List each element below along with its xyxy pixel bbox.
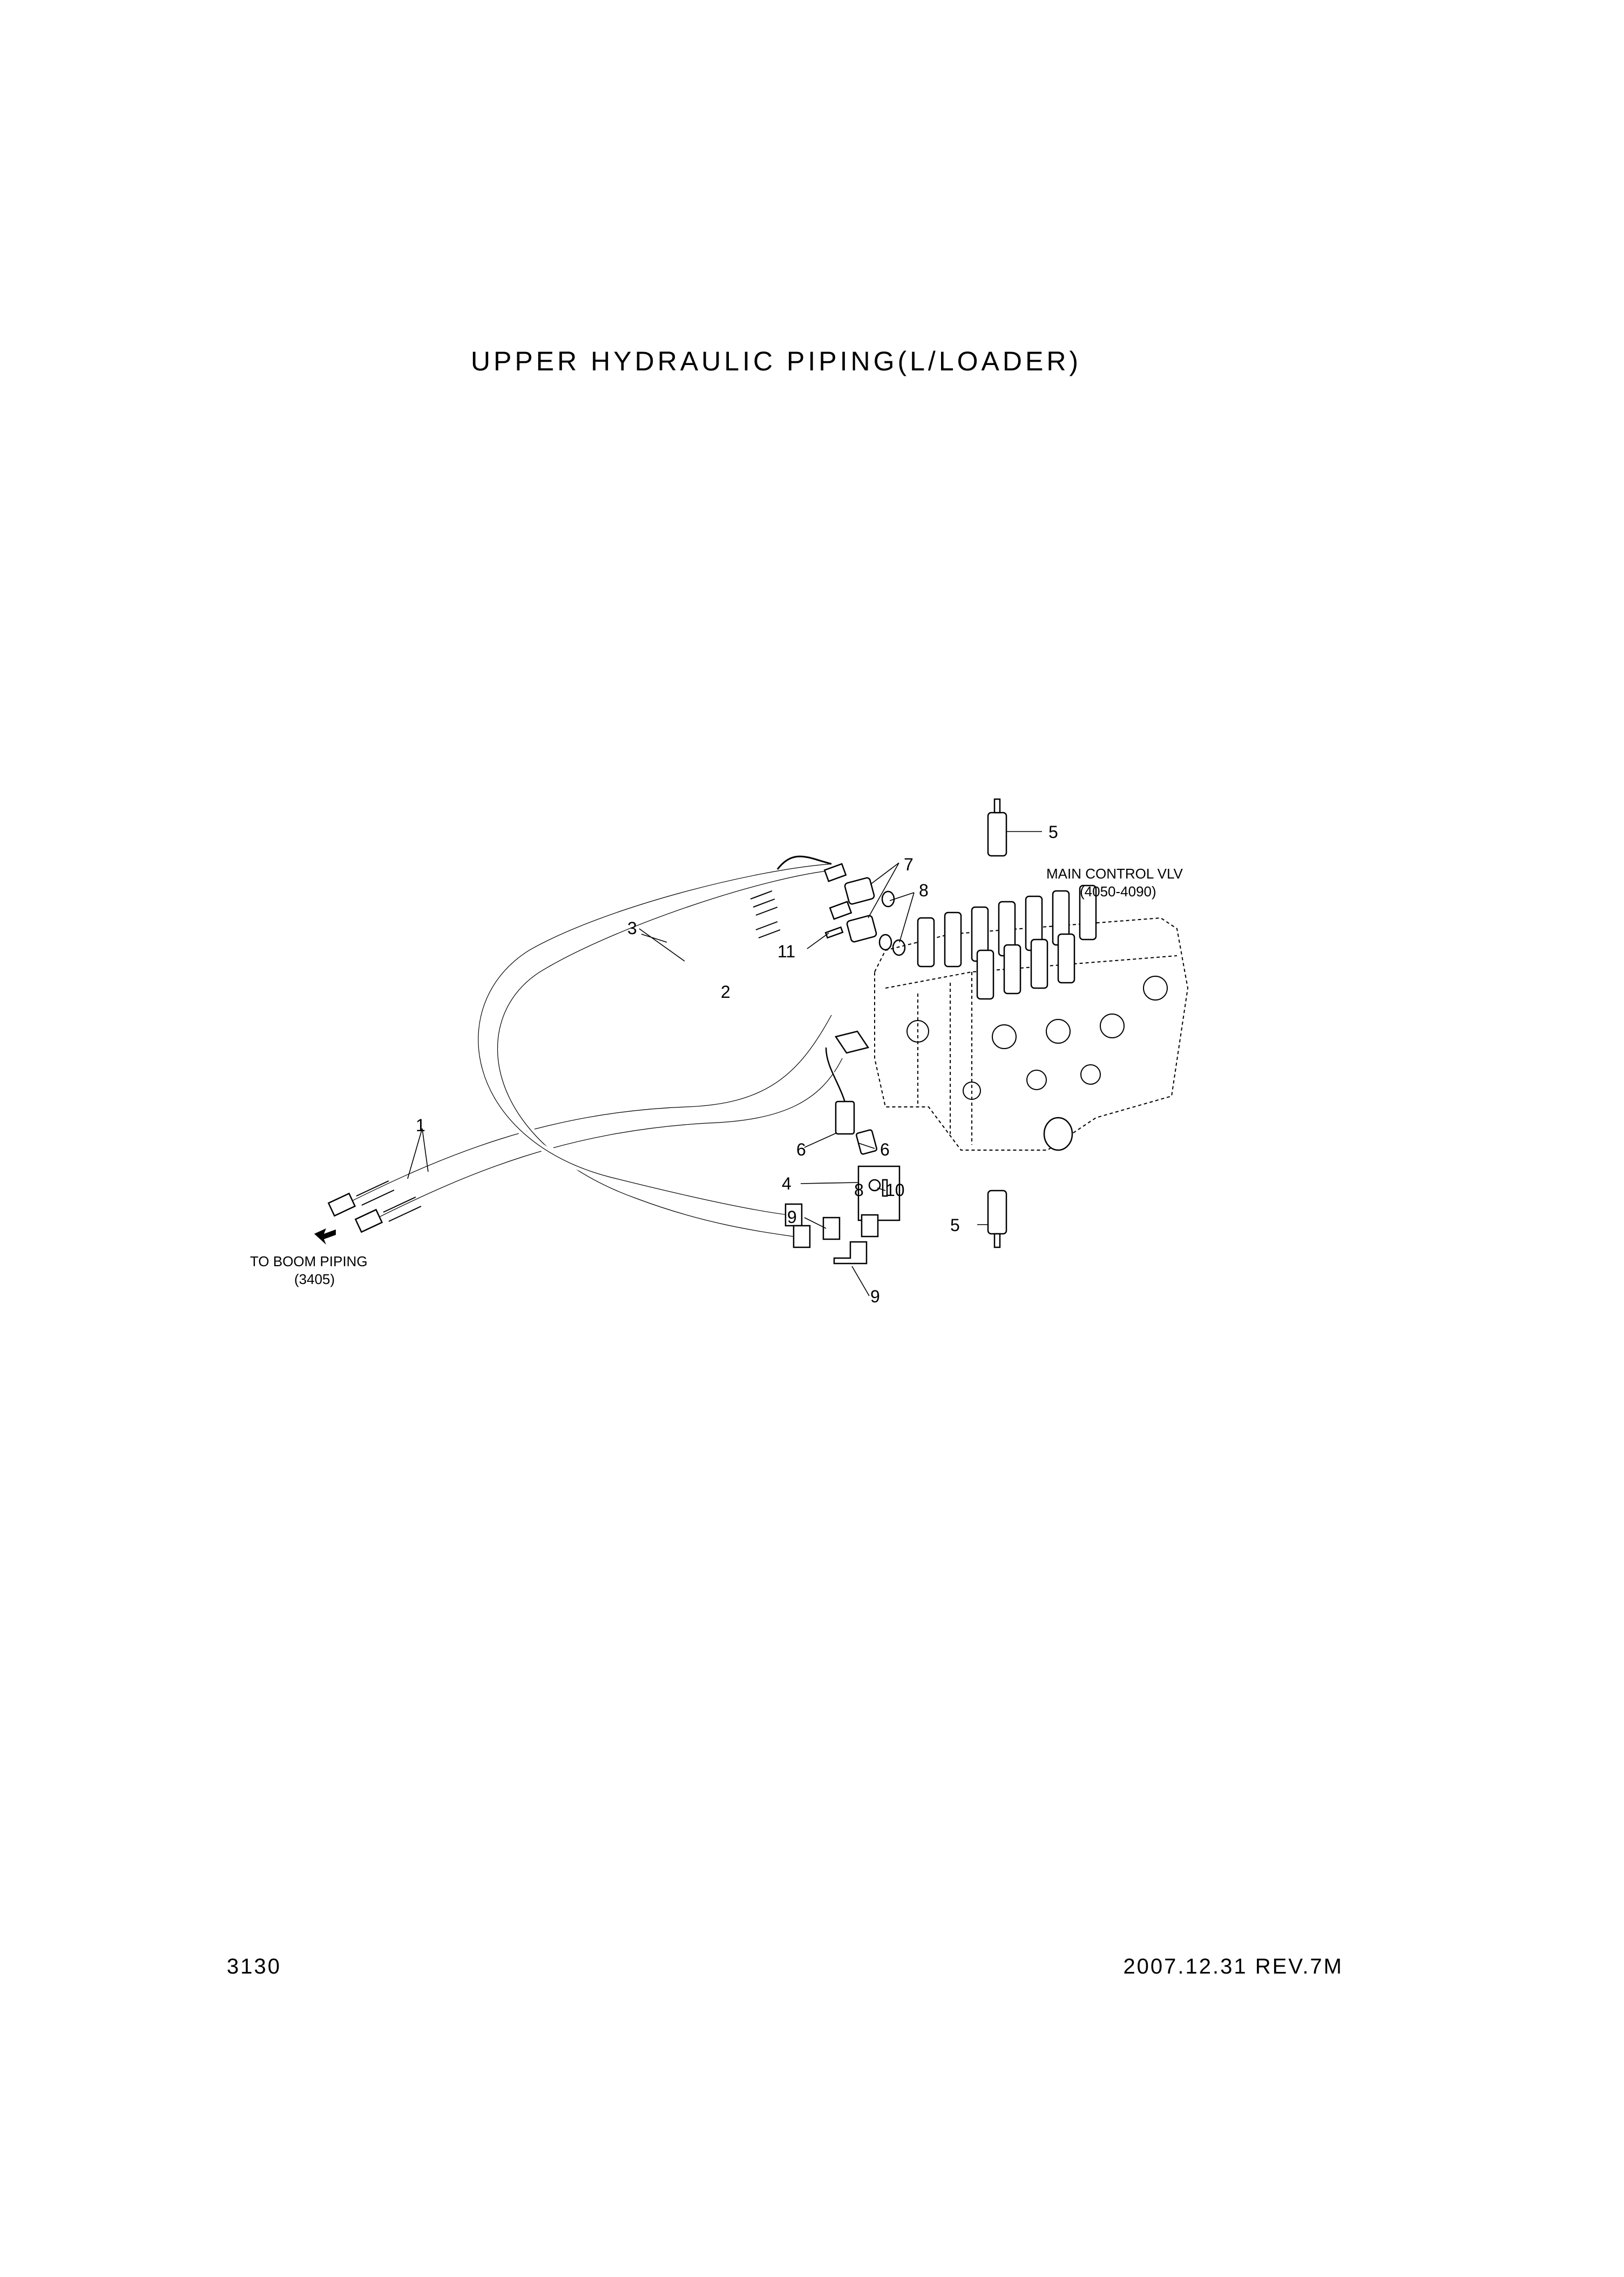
callout-5-bottom: 5	[950, 1215, 960, 1235]
boom-piping-label: TO BOOM PIPING	[250, 1253, 368, 1269]
hose-1-pair	[327, 1013, 845, 1233]
block-assembly	[822, 1030, 901, 1265]
main-control-valve	[874, 798, 1189, 1248]
callout-11: 11	[777, 942, 795, 961]
callout-1: 1	[416, 1116, 425, 1135]
callout-8-lower: 8	[854, 1180, 864, 1200]
hose-2-3-loops	[475, 855, 852, 1248]
flange-group	[824, 877, 906, 956]
callout-2: 2	[721, 982, 730, 1002]
callout-4: 4	[782, 1174, 791, 1193]
callout-3: 3	[627, 918, 637, 938]
callout-9-lower: 9	[870, 1287, 880, 1306]
main-control-valve-label: MAIN CONTROL VLV	[1046, 866, 1183, 882]
boom-piping-ref: (3405)	[294, 1271, 335, 1287]
callout-10: 10	[885, 1180, 905, 1200]
callout-6-right: 6	[880, 1140, 890, 1159]
leader-lines	[407, 831, 1042, 1296]
main-control-valve-ref: (4050-4090)	[1080, 883, 1156, 900]
callout-6-left: 6	[796, 1140, 806, 1159]
page-number: 3130	[227, 1955, 281, 1978]
page-title: UPPER HYDRAULIC PIPING(L/LOADER)	[471, 346, 1082, 376]
callout-8-top: 8	[919, 881, 929, 900]
callout-5-top: 5	[1048, 822, 1058, 842]
boom-direction-arrow	[314, 1228, 336, 1245]
revision-date: 2007.12.31 REV.7M	[1123, 1955, 1343, 1978]
callout-7: 7	[904, 855, 914, 874]
callout-9-upper: 9	[787, 1207, 797, 1227]
